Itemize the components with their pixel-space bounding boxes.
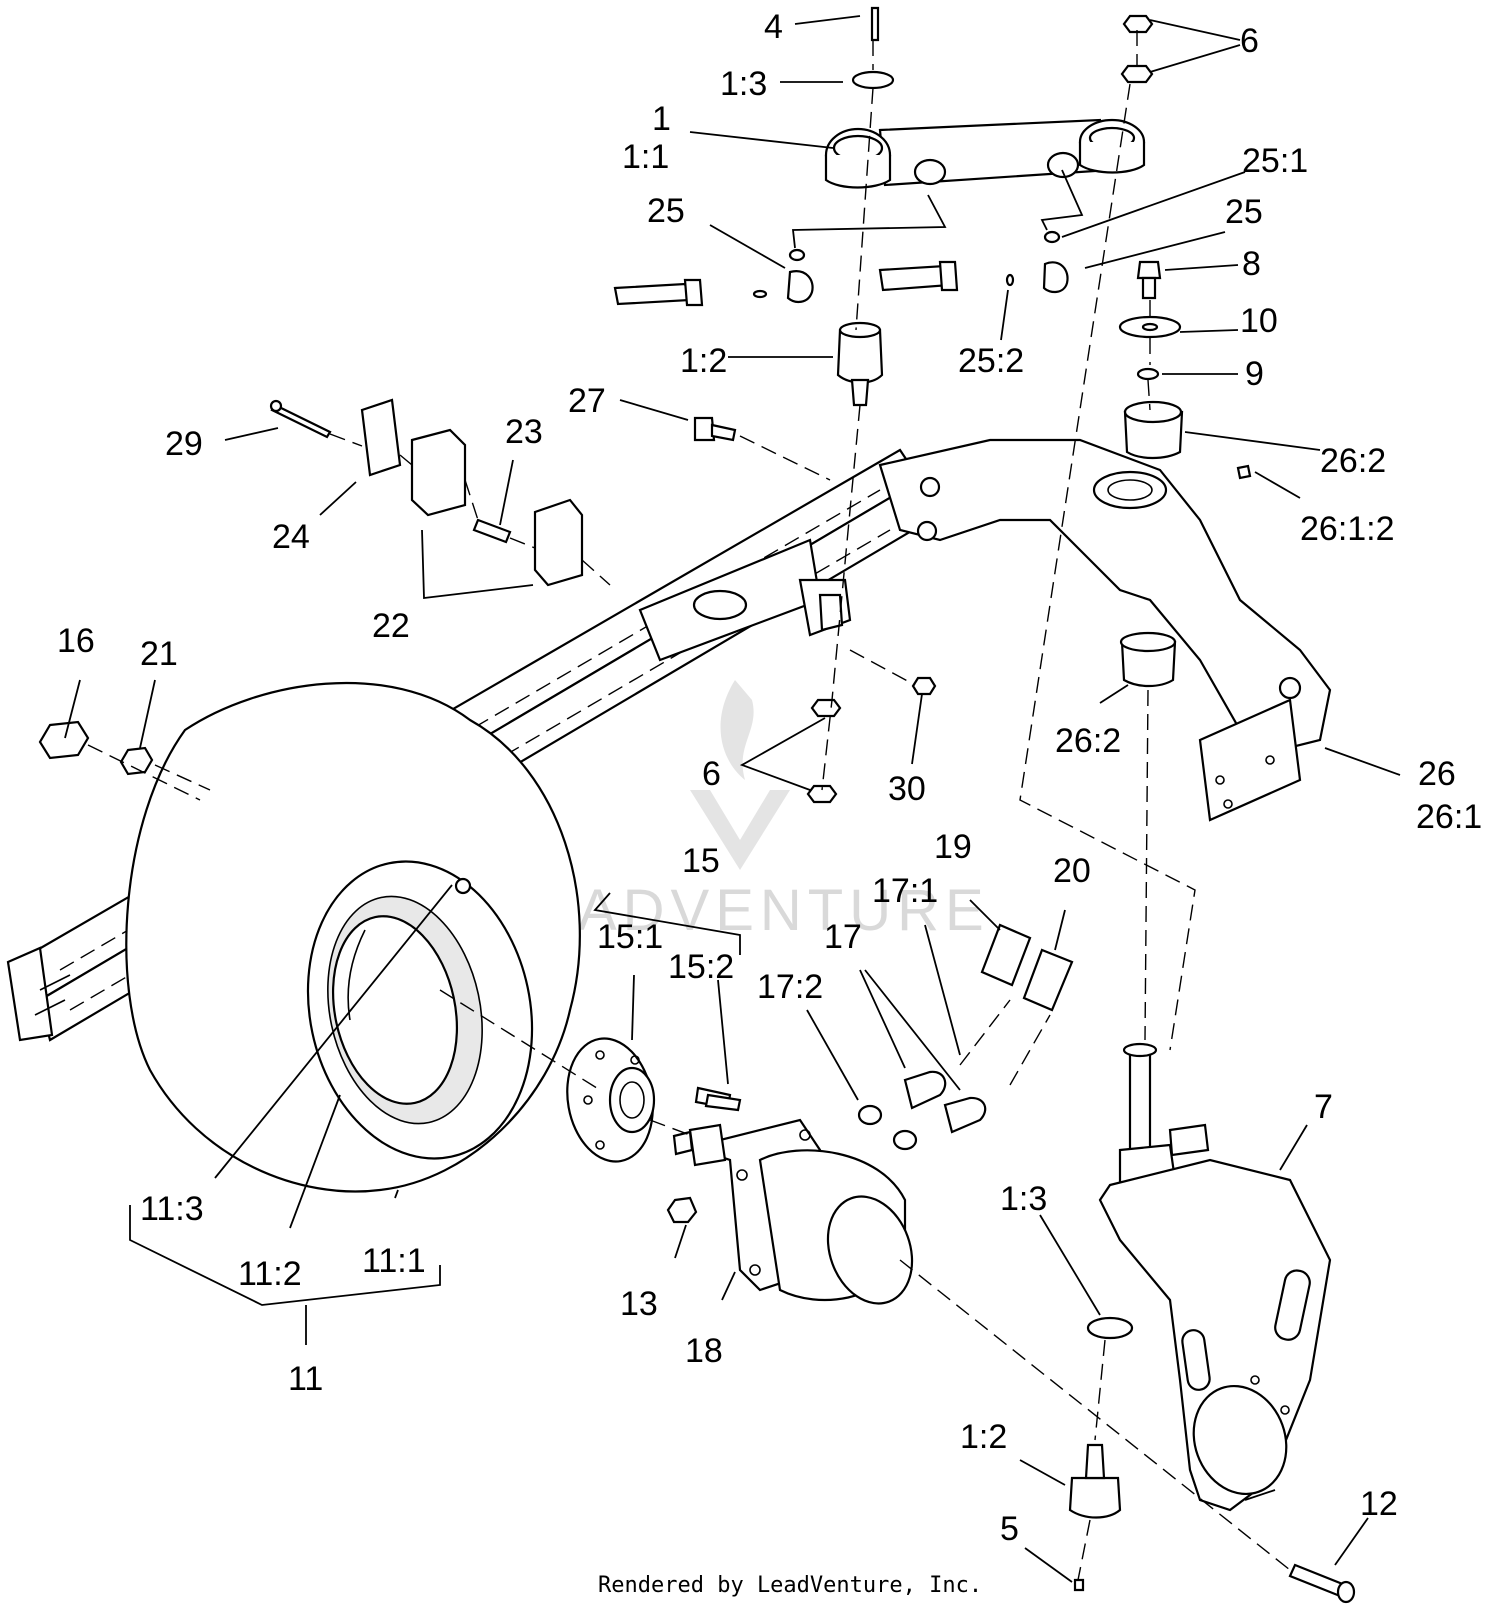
callout-1-2-bottom: 1:2 <box>960 1418 1007 1456</box>
callout-26-1: 26:1 <box>1416 798 1482 836</box>
callout-19: 19 <box>934 828 972 866</box>
callout-1-3-bottom: 1:3 <box>1000 1180 1047 1218</box>
callout-18: 18 <box>685 1332 723 1370</box>
callout-15-2: 15:2 <box>668 948 734 986</box>
callout-1: 1 <box>652 100 671 138</box>
wheel-motor <box>672 1118 914 1305</box>
callout-1-2-top: 1:2 <box>680 342 727 380</box>
callout-5: 5 <box>1000 1510 1019 1548</box>
callout-1-3-top: 1:3 <box>720 65 767 103</box>
callout-21: 21 <box>140 635 178 673</box>
callout-29: 29 <box>165 425 203 463</box>
callout-6-top: 6 <box>1240 22 1259 60</box>
callout-9: 9 <box>1245 355 1264 393</box>
callout-26-2-bottom: 26:2 <box>1055 722 1121 760</box>
callout-17: 17 <box>824 918 862 956</box>
wheel-assembly <box>125 681 581 1193</box>
small-parts <box>38 6 1356 1604</box>
callout-6-middle: 6 <box>702 755 721 793</box>
callout-11-3: 11:3 <box>140 1190 204 1228</box>
callout-10: 10 <box>1240 302 1278 340</box>
callout-26-2-top: 26:2 <box>1320 442 1386 480</box>
callout-4: 4 <box>764 8 783 46</box>
callout-15: 15 <box>682 842 720 880</box>
callout-8: 8 <box>1242 245 1261 283</box>
callout-11-2: 11:2 <box>238 1255 302 1293</box>
wheel-hub <box>566 1037 732 1163</box>
callout-11-1: 11:1 <box>362 1242 426 1280</box>
callout-23: 23 <box>505 413 543 451</box>
axle-arm <box>878 438 1332 822</box>
callout-labels: 4 1:3 6 1 1:1 25 25:1 25 8 10 9 1:2 25:2… <box>57 8 1482 1548</box>
callout-20: 20 <box>1053 852 1091 890</box>
callout-7: 7 <box>1314 1088 1333 1126</box>
footer-credit: Rendered by LeadVenture, Inc. <box>598 1573 982 1598</box>
callout-12: 12 <box>1360 1485 1398 1523</box>
assembly-lines <box>87 30 1291 1581</box>
callout-26-1-2: 26:1:2 <box>1300 510 1395 548</box>
callout-26: 26 <box>1418 755 1456 793</box>
callout-25-1: 25:1 <box>1242 142 1308 180</box>
callout-15-1: 15:1 <box>597 918 663 956</box>
callout-25-2: 25:2 <box>958 342 1024 380</box>
steering-cylinder <box>824 118 1146 189</box>
callout-11: 11 <box>288 1360 323 1398</box>
callout-13: 13 <box>620 1285 658 1323</box>
callout-25-right: 25 <box>1225 193 1263 231</box>
callout-27: 27 <box>568 382 606 420</box>
leader-lines <box>64 15 1401 1583</box>
callout-17-1: 17:1 <box>872 872 938 910</box>
caster-fork <box>1098 1042 1332 1512</box>
callout-22: 22 <box>372 607 410 645</box>
callout-24: 24 <box>272 518 310 556</box>
callout-16: 16 <box>57 622 95 660</box>
callout-17-2: 17:2 <box>757 968 823 1006</box>
callout-30: 30 <box>888 770 926 808</box>
callout-25-left: 25 <box>647 192 685 230</box>
callout-1-1: 1:1 <box>622 138 669 176</box>
